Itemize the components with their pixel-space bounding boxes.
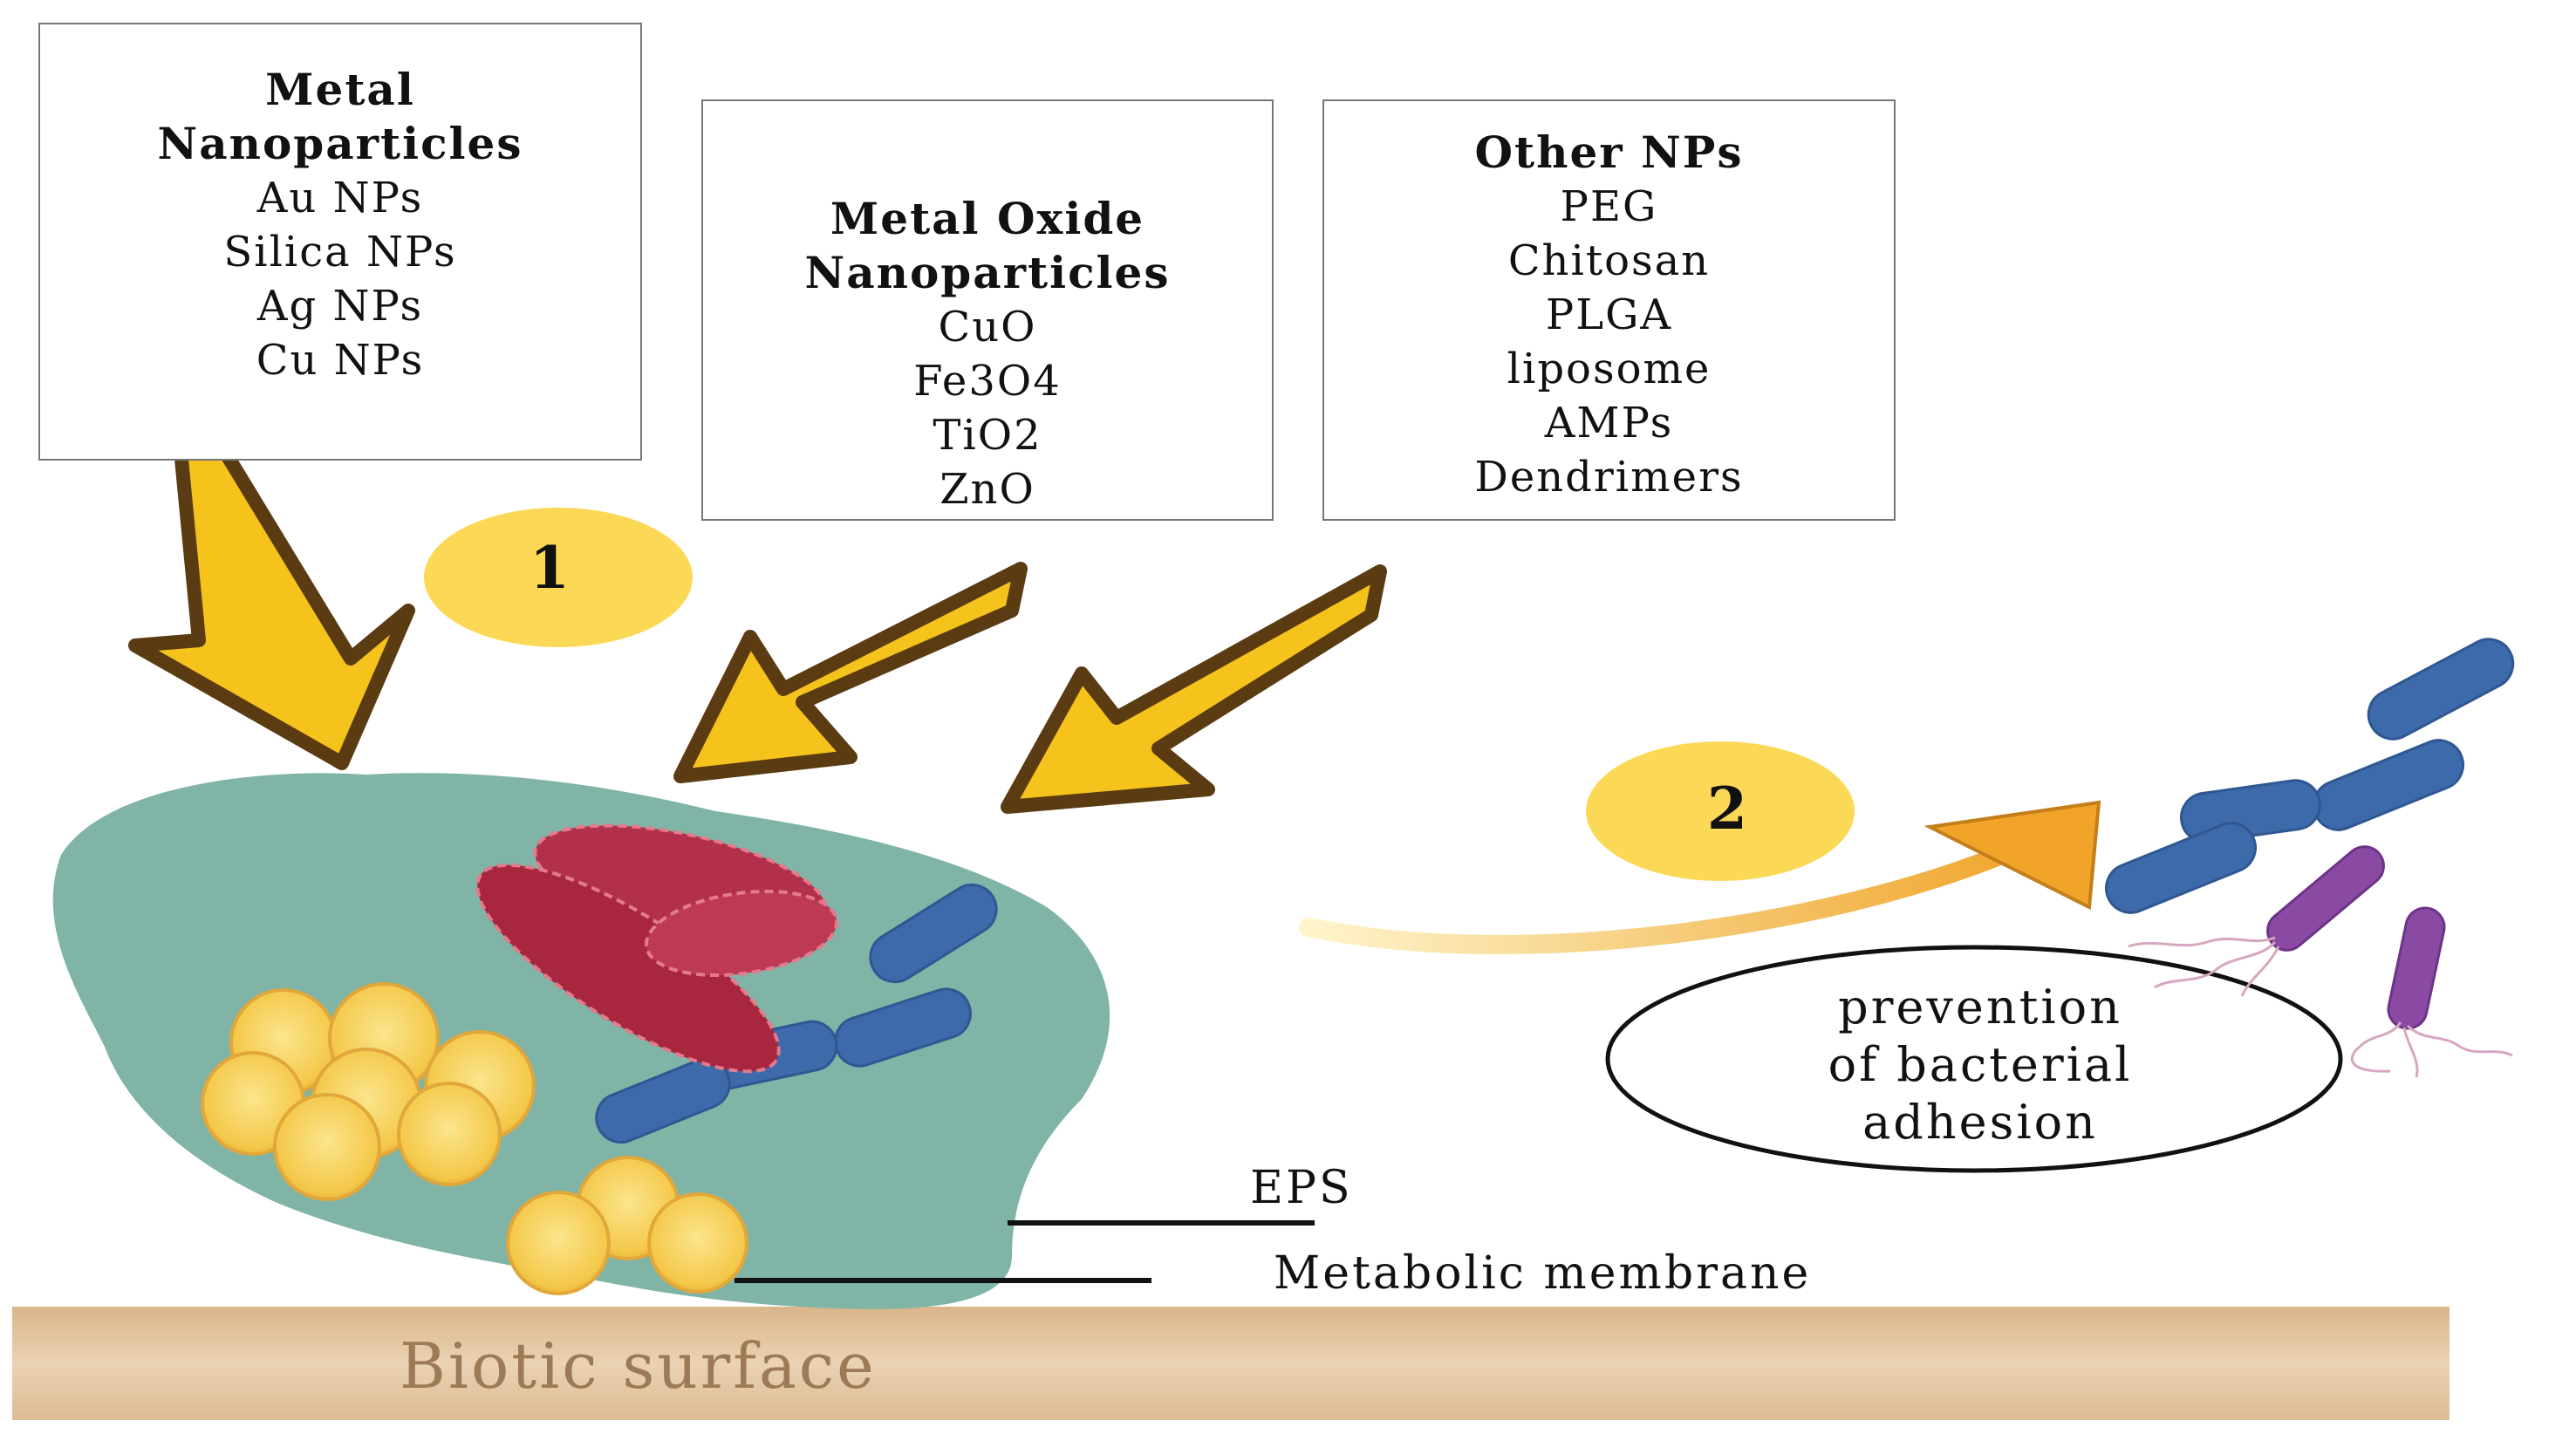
other-title: Other NPs [1474,126,1744,178]
prevention-line3: adhesion [1862,1095,2098,1150]
list-item: Ag NPs [256,282,424,331]
list-item: PEG [1560,182,1658,231]
flagella [2128,936,2513,1078]
other-nps-box: Other NPs PEG Chitosan PLGA liposome AMP… [1322,99,1896,521]
purple-bacteria [2266,845,2446,1030]
prevention-oval [1605,945,2343,1173]
blue-bacteria-free [2105,638,2515,914]
list-item: Fe3O4 [913,357,1062,406]
list-item: TiO2 [933,411,1042,460]
list-item: CuO [938,303,1037,352]
arrow-oxide [673,562,1028,783]
prevention-label: prevention of bacterial adhesion [1623,979,2338,1151]
list-item: PLGA [1545,290,1673,339]
metal-nanoparticles-box: Metal Nanoparticles Au NPs Silica NPs Ag… [38,23,642,461]
eps-label: EPS [1250,1162,1353,1214]
list-item: Cu NPs [256,336,425,385]
badge-2 [1586,741,1855,881]
list-item: liposome [1507,345,1712,393]
oxide-title-line2: Nanoparticles [804,247,1171,298]
curved-arrow-head [1923,800,2101,911]
prevention-line1: prevention [1838,980,2122,1035]
metabolic-membrane-label: Metabolic membrane [1274,1247,1812,1300]
list-item: Silica NPs [223,228,457,277]
list-item: Dendrimers [1474,453,1744,502]
arrows-to-biofilm [128,425,1387,814]
list-item: ZnO [940,465,1035,514]
prevention-line2: of bacterial [1828,1037,2133,1092]
list-item: Au NPs [256,174,424,222]
badge-2-label: 2 [1707,775,1747,843]
metal-title-line2: Nanoparticles [157,118,523,169]
list-item: AMPs [1544,399,1674,447]
arrow-other [1001,564,1387,814]
metal-title-line1: Metal [265,64,415,115]
oxide-title-line1: Metal Oxide [830,193,1145,244]
badge-1 [424,508,693,647]
metal-oxide-nanoparticles-box: Metal Oxide Nanoparticles CuO Fe3O4 TiO2… [701,99,1274,521]
biotic-surface [12,1307,2450,1420]
arrow-metal [128,425,415,770]
red-bacteria [475,823,839,1074]
list-item: Chitosan [1507,236,1711,285]
yellow-cocci [201,982,748,1295]
biotic-surface-label: Biotic surface [400,1329,877,1403]
badge-1-label: 1 [530,534,570,602]
curved-arrow [1299,828,2051,954]
